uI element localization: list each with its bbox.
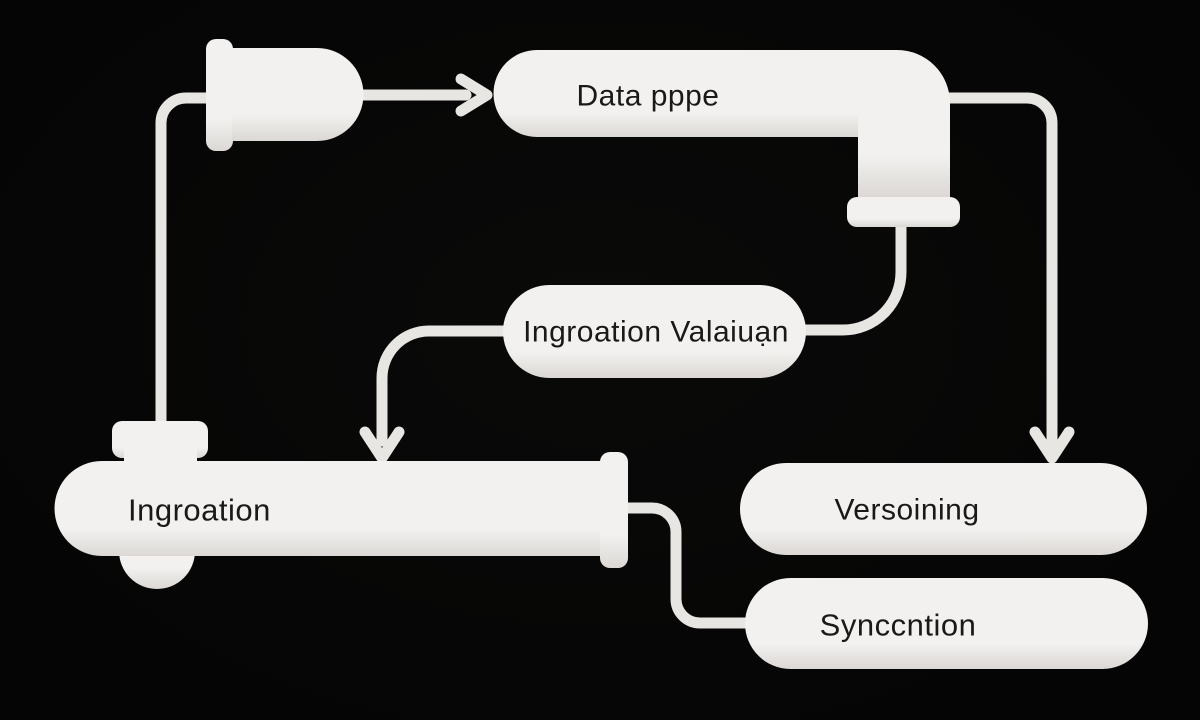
inlet-cap-flange xyxy=(206,39,233,151)
data-pipe-body xyxy=(493,50,880,137)
inlet-cap-body xyxy=(232,48,364,141)
data-pipe-flange xyxy=(847,197,960,227)
edge-data-pipe-to-validation xyxy=(800,221,907,336)
ingestion-validation-pill xyxy=(503,285,806,378)
arrowhead-into-versioning xyxy=(1029,426,1075,464)
node-inlet-cap xyxy=(206,39,364,151)
syncention-label: Synccntion xyxy=(820,608,977,643)
arrowhead-into-data-pipe xyxy=(455,73,493,117)
data-pipe-label: Data pppe xyxy=(577,80,720,113)
data-pipe-elbow-leg xyxy=(858,50,950,197)
node-versioning: Versoining xyxy=(740,463,1147,555)
edge-cap-to-ingestion-pipe xyxy=(155,92,212,427)
ingestion-validation-label: Ingroation Valaiuạn xyxy=(523,316,789,349)
edge-data-pipe-to-versioning xyxy=(938,92,1058,450)
edge-ingestion-pipe-to-syncention xyxy=(622,502,751,629)
ingestion-pipe-right-flange xyxy=(600,452,628,568)
versioning-label: Versoining xyxy=(834,494,979,527)
node-ingestion-pipe: Ingroation xyxy=(54,421,628,589)
ingestion-pipe-body xyxy=(54,461,603,556)
node-syncention: Synccntion xyxy=(745,578,1148,669)
arrowhead-into-ingestion-pipe xyxy=(359,426,405,464)
syncention-pill xyxy=(745,578,1148,669)
edge-validation-to-ingestion-pipe xyxy=(376,325,509,447)
node-data-pipe: Data pppe xyxy=(493,50,960,227)
versioning-pill xyxy=(740,463,1147,555)
ingestion-pipe-label: Ingroation xyxy=(128,493,271,528)
node-ingestion-validation: Ingroation Valaiuạn xyxy=(503,285,806,378)
